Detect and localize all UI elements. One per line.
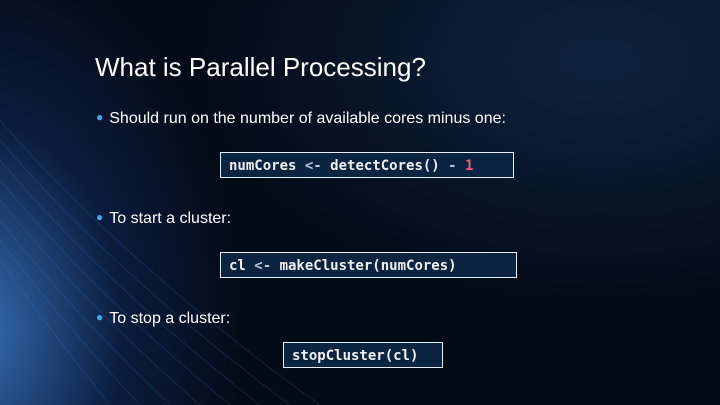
bullet-icon: ●	[96, 210, 104, 224]
code-token: -	[439, 158, 466, 174]
code-block-stop-cluster: stopCluster(cl)	[283, 342, 443, 368]
code-token: <-	[245, 258, 280, 274]
bullet-item: ● To stop a cluster:	[96, 310, 230, 328]
slide-title: What is Parallel Processing?	[95, 52, 426, 82]
bullet-icon: ●	[96, 110, 104, 124]
code-token: makeCluster(numCores)	[279, 258, 457, 274]
bullet-icon: ●	[96, 310, 104, 324]
code-token: stopCluster(cl)	[292, 348, 419, 364]
bullet-text: To start a cluster:	[109, 210, 232, 227]
code-token: detectCores()	[330, 158, 440, 174]
code-token: <-	[296, 158, 331, 174]
code-token: numCores	[229, 158, 297, 174]
code-block-make-cluster: cl <- makeCluster(numCores)	[220, 252, 517, 278]
bullet-item: ● Should run on the number of available c…	[96, 110, 506, 128]
bullet-text: To stop a cluster:	[109, 310, 231, 327]
code-token: cl	[229, 258, 246, 274]
code-number: 1	[465, 158, 474, 174]
code-block-detect-cores: numCores <- detectCores() - 1	[220, 152, 514, 178]
bullet-item: ● To start a cluster:	[96, 210, 231, 228]
bullet-text: Should run on the number of available co…	[109, 110, 506, 127]
